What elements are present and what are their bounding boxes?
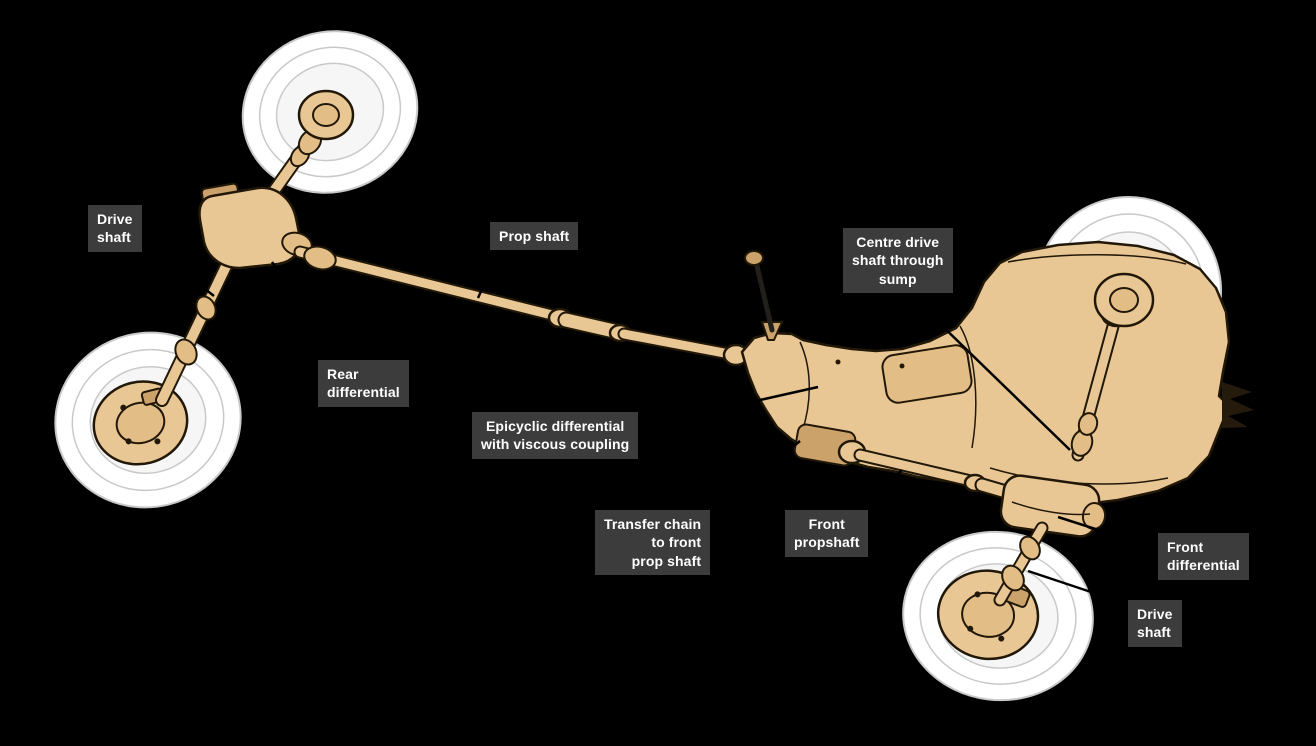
front-hub-upper bbox=[1093, 272, 1155, 328]
label-epicyclic-differential: Epicyclic differential with viscous coup… bbox=[472, 412, 639, 459]
prop-shaft-assembly bbox=[293, 245, 750, 367]
label-transfer-chain: Transfer chain to front prop shaft bbox=[595, 510, 711, 576]
engine-transmission-block bbox=[740, 240, 1254, 507]
leader-lines bbox=[149, 245, 1159, 607]
leader-transfer-chain bbox=[712, 440, 801, 513]
label-rear-drive-shaft: Drive shaft bbox=[88, 205, 142, 252]
leader-front-differential bbox=[1057, 515, 1159, 551]
label-front-drive-shaft: Drive shaft bbox=[1128, 600, 1182, 647]
leader-front-drive-shaft bbox=[1027, 569, 1131, 607]
wheel-rear-bottom bbox=[54, 331, 242, 509]
wheel-front-bottom bbox=[902, 530, 1094, 702]
front-propshaft-assembly bbox=[837, 439, 1014, 500]
leader-epicyclic bbox=[634, 385, 819, 430]
leader-centre-drive-shaft bbox=[898, 283, 1071, 451]
label-rear-differential: Rear differential bbox=[318, 360, 409, 407]
leader-rear-drive-shaft bbox=[149, 245, 215, 297]
label-front-differential: Front differential bbox=[1158, 533, 1249, 580]
front-drive-shaft bbox=[993, 521, 1049, 607]
rear-drive-shaft-lower bbox=[155, 255, 235, 407]
label-prop-shaft: Prop shaft bbox=[490, 222, 579, 251]
leader-prop-shaft bbox=[476, 248, 502, 299]
label-front-propshaft: Front propshaft bbox=[785, 510, 869, 557]
rear-hub-upper bbox=[297, 89, 355, 141]
label-centre-drive-shaft: Centre drive shaft through sump bbox=[843, 228, 953, 294]
leader-rear-differential bbox=[270, 261, 342, 361]
gear-lever bbox=[744, 250, 783, 341]
leader-front-propshaft bbox=[857, 469, 903, 513]
